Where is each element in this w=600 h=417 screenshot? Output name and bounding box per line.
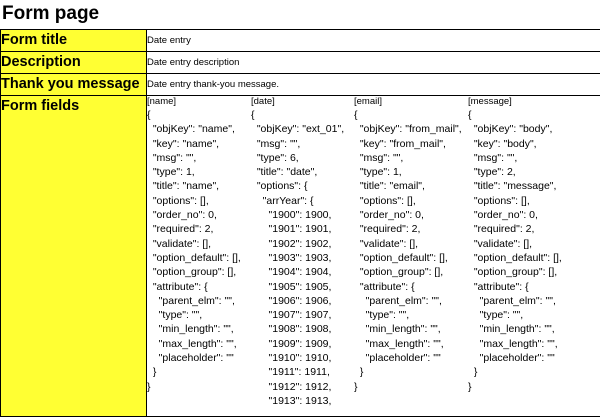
description-value: Date entry description (147, 52, 600, 74)
field-column-name: [name] { "objKey": "name", "key": "name"… (147, 96, 241, 394)
thank-you-row: Thank you message Date entry thank-you m… (1, 74, 600, 96)
field-definition: { "objKey": "from_mail", "key": "from_ma… (354, 108, 462, 394)
field-header: [name] (147, 96, 241, 108)
field-header: [date] (251, 96, 344, 108)
description-row: Description Date entry description (1, 52, 600, 74)
page-title: Form page (2, 3, 99, 25)
form-fields-value: [name] { "objKey": "name", "key": "name"… (147, 96, 600, 417)
field-definition: { "objKey": "body", "key": "body", "msg"… (468, 108, 562, 394)
form-title-label: Form title (1, 30, 147, 52)
form-fields-label: Form fields (1, 96, 147, 417)
thank-you-label: Thank you message (1, 74, 147, 96)
form-fields-columns: [name] { "objKey": "name", "key": "name"… (147, 96, 600, 416)
form-title-row: Form title Date entry (1, 30, 600, 52)
form-table: Form title Date entry Description Date e… (0, 29, 600, 417)
field-header: [email] (354, 96, 462, 108)
field-column-date: [date] { "objKey": "ext_01", "msg": "", … (251, 96, 344, 408)
form-title-value: Date entry (147, 30, 600, 52)
field-definition: { "objKey": "name", "key": "name", "msg"… (147, 108, 241, 394)
field-column-email: [email] { "objKey": "from_mail", "key": … (354, 96, 462, 394)
form-fields-row: Form fields [name] { "objKey": "name", "… (1, 96, 600, 417)
form-page: Form page Form title Date entry Descript… (0, 0, 600, 400)
description-label: Description (1, 52, 147, 74)
field-header: [message] (468, 96, 562, 108)
field-column-message: [message] { "objKey": "body", "key": "bo… (468, 96, 562, 394)
thank-you-value: Date entry thank-you message. (147, 74, 600, 96)
field-definition: { "objKey": "ext_01", "msg": "", "type":… (251, 108, 344, 408)
